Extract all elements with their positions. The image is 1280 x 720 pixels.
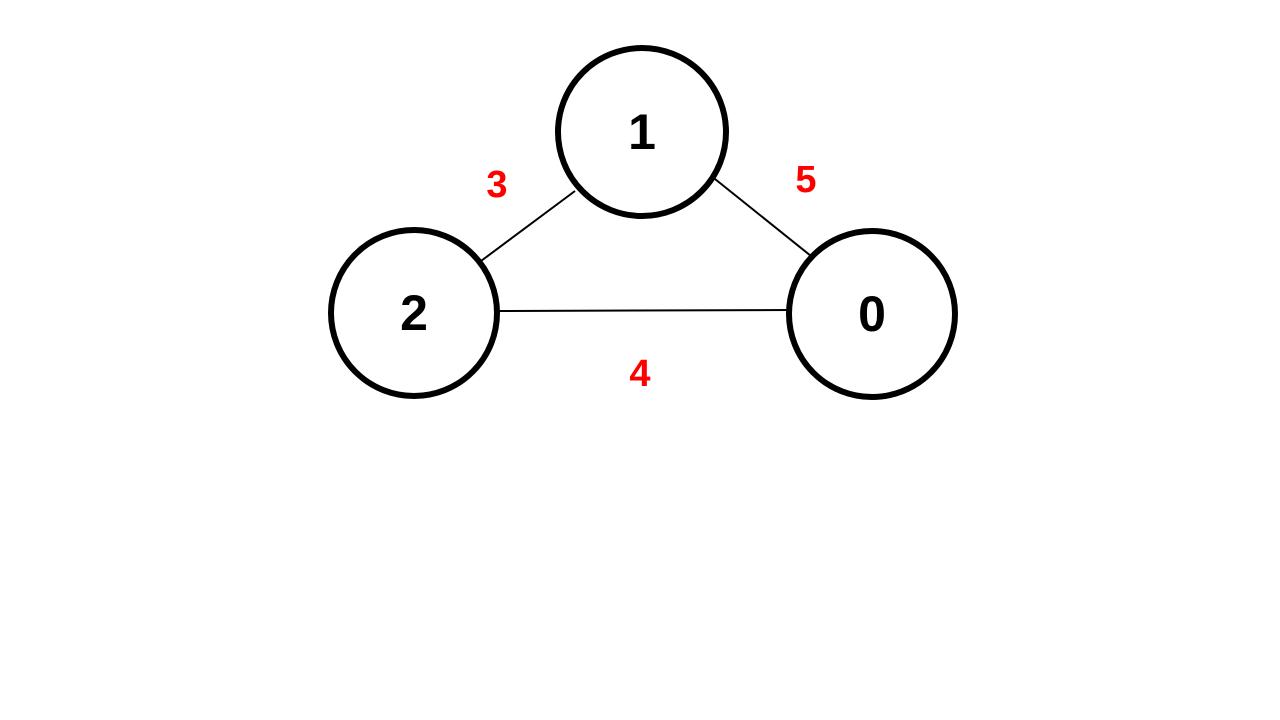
node-1[interactable]: 1 [555,45,729,219]
edge-2-0-line[interactable] [496,309,791,312]
node-2[interactable]: 2 [328,227,500,399]
edge-2-1-line[interactable] [480,190,576,262]
node-2-circle[interactable] [328,227,500,399]
node-2-label: 2 [400,285,428,341]
node-1-circle[interactable] [555,45,729,219]
node-layer: 1 2 0 [328,45,958,400]
node-0-label: 0 [858,286,886,342]
node-0-circle[interactable] [786,228,958,400]
edge-2-0-weight: 4 [629,353,650,395]
edge-1-0-line[interactable] [709,174,812,257]
node-0[interactable]: 0 [786,228,958,400]
edge-weight-layer: 3 5 4 [486,159,816,395]
edge-1-0-weight: 5 [795,159,816,201]
edge-layer [480,174,812,312]
node-1-label: 1 [628,104,656,160]
edge-2-1-weight: 3 [486,164,507,206]
